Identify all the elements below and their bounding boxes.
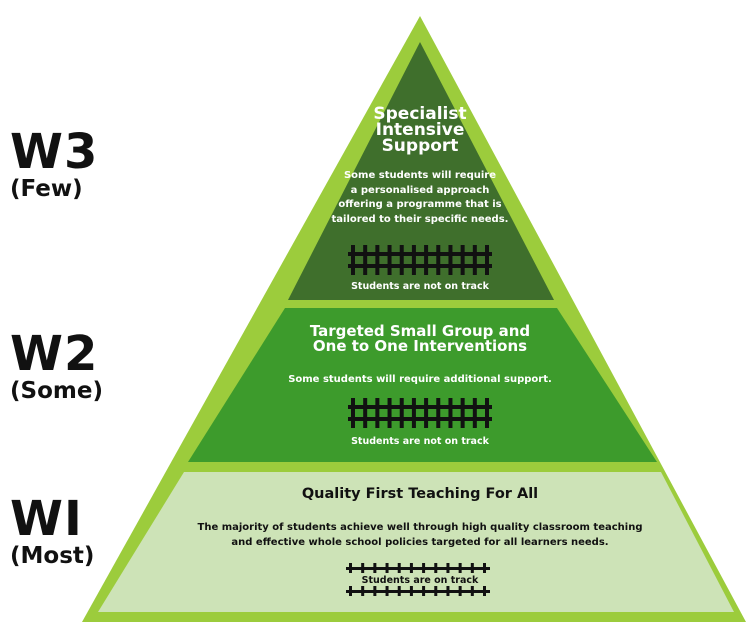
title-line: Intensive	[375, 120, 465, 140]
wave-label-w3: W3 (Few)	[10, 128, 98, 204]
straight-track-icon	[346, 563, 490, 596]
title-line: Support	[381, 136, 459, 156]
tier-specialist-description: Some students will require a personalise…	[310, 169, 530, 227]
title-line: Specialist	[373, 104, 467, 124]
wave-qualifier: (Most)	[10, 543, 95, 569]
tier-universal-description: The majority of students achieve well th…	[150, 520, 690, 550]
tier-universal-title: Quality First Teaching For All	[301, 486, 539, 502]
description-line: offering a programme that is	[338, 199, 502, 210]
wave-code: WI	[10, 491, 83, 547]
tier-targeted-status: Students are not on track	[351, 436, 489, 447]
broken-track-icon	[348, 245, 492, 275]
tier-targeted-fill	[188, 308, 657, 462]
tier-universal-fill	[98, 472, 734, 612]
tier-specialist-fill	[288, 42, 554, 300]
description-line: and effective whole school policies targ…	[231, 537, 609, 548]
wave-qualifier: (Some)	[10, 378, 103, 404]
description-line: The majority of students achieve well th…	[197, 522, 643, 533]
tier-universal-status: Students are on track	[361, 575, 479, 586]
description-line: Some students will require	[343, 170, 497, 181]
tier-specialist-title: Specialist Intensive Support	[340, 104, 500, 156]
title-line: Targeted Small Group and	[309, 322, 531, 340]
wave-label-w2: W2 (Some)	[10, 330, 103, 406]
tier-specialist-status: Students are not on track	[351, 281, 489, 292]
broken-track-icon	[348, 398, 492, 428]
tier-targeted-description: Some students will require additional su…	[288, 374, 552, 385]
wave-qualifier: (Few)	[10, 176, 83, 202]
wave-code: W3	[10, 124, 99, 180]
description-line: tailored to their specific needs.	[331, 213, 509, 225]
tier-targeted-title: Targeted Small Group and One to One Inte…	[270, 324, 570, 354]
description-line: a personalised approach	[350, 184, 490, 196]
title-line: One to One Interventions	[312, 337, 528, 355]
wave-label-w1: WI (Most)	[10, 495, 94, 571]
wave-code: W2	[10, 326, 99, 382]
